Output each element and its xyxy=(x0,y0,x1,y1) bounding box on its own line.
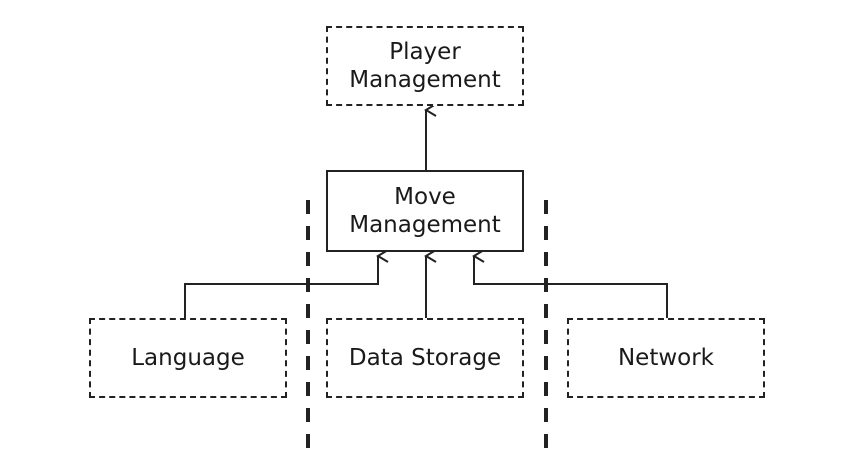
network-box: Network xyxy=(567,318,765,398)
move-management-box: Move Management xyxy=(326,170,524,252)
arrow-language-to-move xyxy=(184,249,389,318)
player-management-line2: Management xyxy=(349,67,501,93)
language-box: Language xyxy=(89,318,287,398)
player-management-line1: Player xyxy=(389,39,461,65)
data-storage-box: Data Storage xyxy=(326,318,524,398)
arrow-network-to-move xyxy=(472,249,668,318)
language-label: Language xyxy=(131,345,245,371)
move-management-line1: Move xyxy=(394,184,456,210)
data-storage-label: Data Storage xyxy=(348,345,502,371)
network-label: Network xyxy=(617,345,715,371)
move-management-line2: Management xyxy=(349,212,501,238)
player-management-box: Player Management xyxy=(326,26,524,106)
